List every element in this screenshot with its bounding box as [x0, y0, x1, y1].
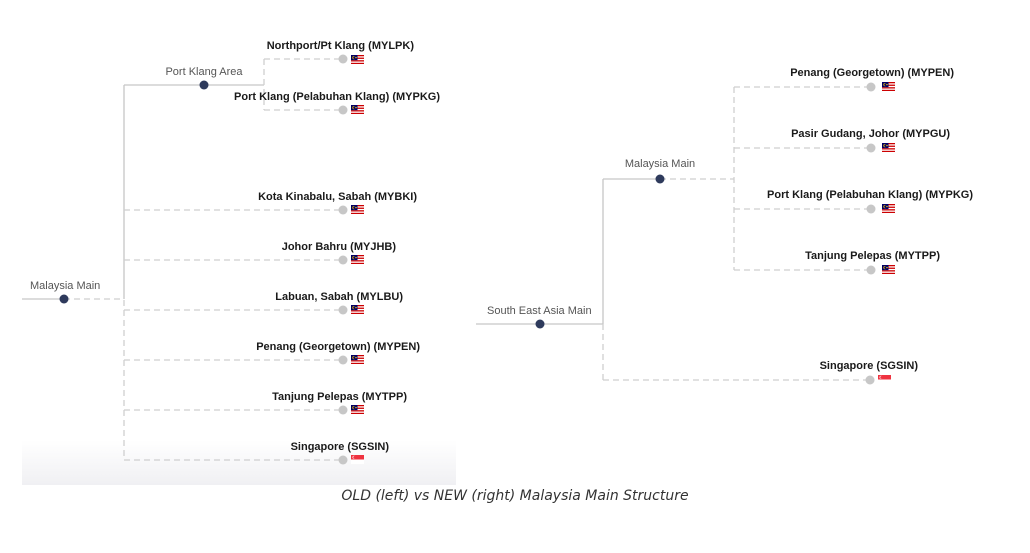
new-leaf-label: Port Klang (Pelabuhan Klang) (MYPKG)	[767, 189, 973, 201]
old-group-label: Port Klang Area	[165, 66, 243, 78]
malaysia-flag-icon	[351, 55, 364, 64]
figure-caption: OLD (left) vs NEW (right) Malaysia Main …	[341, 488, 689, 504]
leaf-node	[866, 204, 876, 214]
new-leaf-label: Tanjung Pelepas (MYTPP)	[805, 250, 940, 262]
old-leaf-label: Northport/Pt Klang (MYLPK)	[266, 40, 414, 52]
leaf-node	[338, 305, 348, 315]
malaysia-flag-icon	[351, 355, 364, 364]
leaf-node	[338, 355, 348, 365]
old-tree-fade-background	[22, 440, 456, 485]
malaysia-flag-icon	[351, 105, 364, 114]
old-leaf-label: Tanjung Pelepas (MYTPP)	[272, 391, 407, 403]
new-tree	[476, 82, 876, 385]
leaf-node	[866, 82, 876, 92]
singapore-flag-icon	[878, 375, 891, 384]
singapore-flag-icon	[351, 455, 364, 464]
leaf-node	[338, 205, 348, 215]
malaysia-flag-icon	[351, 205, 364, 214]
malaysia-flag-icon	[351, 255, 364, 264]
malaysia-flag-icon	[882, 143, 895, 152]
leaf-node	[865, 375, 875, 385]
new-leaf-label: Penang (Georgetown) (MYPEN)	[790, 67, 954, 79]
group-node	[199, 80, 209, 90]
leaf-node	[338, 105, 348, 115]
old-leaf-label: Port Klang (Pelabuhan Klang) (MYPKG)	[234, 91, 440, 103]
old-root-label: Malaysia Main	[30, 280, 101, 292]
leaf-node	[338, 405, 348, 415]
malaysia-flag-icon	[882, 82, 895, 91]
leaf-node	[338, 54, 348, 64]
malaysia-flag-icon	[882, 204, 895, 213]
malaysia-flag-icon	[882, 265, 895, 274]
leaf-node	[866, 143, 876, 153]
old-tree	[22, 54, 348, 465]
new-root-label: South East Asia Main	[487, 305, 592, 317]
old-leaf-label: Penang (Georgetown) (MYPEN)	[256, 341, 420, 353]
old-leaf-label: Johor Bahru (MYJHB)	[281, 241, 396, 253]
root-node	[535, 319, 545, 329]
root-node	[59, 294, 69, 304]
old-leaf-label: Labuan, Sabah (MYLBU)	[275, 291, 403, 303]
group-node	[655, 174, 665, 184]
leaf-node	[866, 265, 876, 275]
new-leaf-label: Pasir Gudang, Johor (MYPGU)	[791, 128, 950, 140]
leaf-node	[338, 255, 348, 265]
old-leaf-label: Singapore (SGSIN)	[290, 441, 389, 453]
malaysia-flag-icon	[351, 305, 364, 314]
new-group-label: Malaysia Main	[624, 158, 696, 170]
leaf-node	[338, 455, 348, 465]
old-leaf-label: Kota Kinabalu, Sabah (MYBKI)	[258, 191, 417, 203]
malaysia-flag-icon	[351, 405, 364, 414]
new-leaf-label: Singapore (SGSIN)	[819, 360, 918, 372]
